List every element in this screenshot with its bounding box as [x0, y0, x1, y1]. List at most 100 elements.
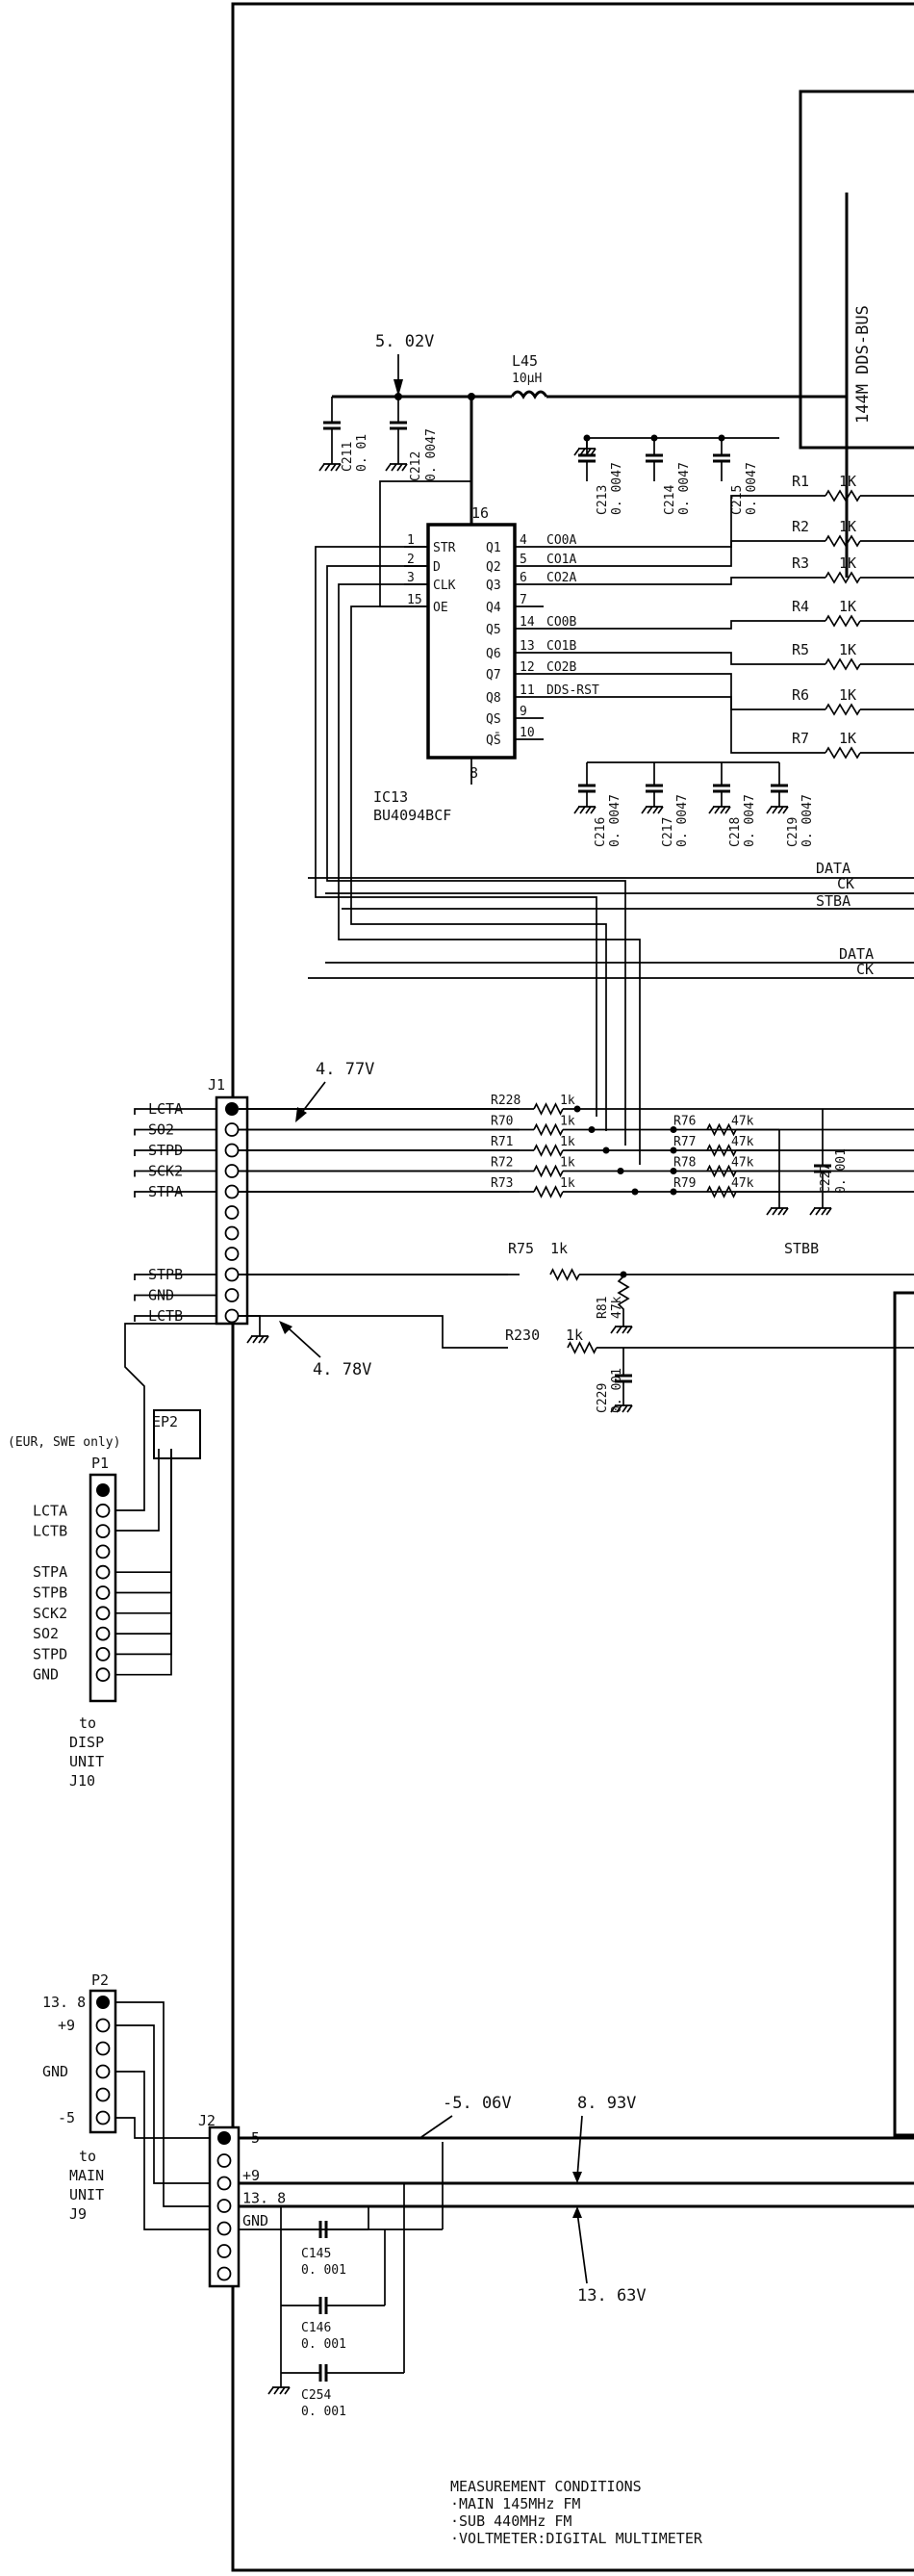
svg-text:MAIN: MAIN — [69, 2167, 104, 2184]
svg-text:-5: -5 — [58, 2109, 75, 2126]
power-rails: -5. 06V 8. 93V 13. 63V — [239, 2094, 914, 2306]
svg-text:0. 0047: 0. 0047 — [745, 462, 759, 515]
p2-pin-3 — [95, 2041, 111, 2056]
svg-text:R78: R78 — [673, 1156, 696, 1171]
svg-text:R4: R4 — [792, 598, 809, 615]
svg-text:Q1: Q1 — [486, 541, 501, 555]
svg-text:10μH: 10μH — [512, 372, 542, 386]
voltage-477-label: 4. 77V — [316, 1060, 374, 1079]
p2-pin-4: GND — [42, 2063, 111, 2080]
svg-text:8: 8 — [470, 764, 478, 782]
j2-pin-2 — [216, 2153, 232, 2168]
p1-pin-3: LCTB — [33, 1523, 111, 1540]
svg-text:J2: J2 — [198, 2112, 216, 2129]
svg-text:OE: OE — [433, 601, 448, 615]
svg-text:STBA: STBA — [816, 892, 851, 910]
capacitor-c229: C229 0. 001 — [596, 1368, 624, 1413]
svg-text:·SUB 440MHz FM: ·SUB 440MHz FM — [450, 2512, 571, 2530]
svg-text:Q7: Q7 — [486, 668, 501, 683]
svg-text:STPA: STPA — [33, 1563, 67, 1581]
j1-pin-7 — [224, 1225, 240, 1241]
svg-text:47k: 47k — [731, 1135, 754, 1149]
p1-pin-2: LCTA — [33, 1502, 111, 1519]
svg-text:STR: STR — [433, 541, 456, 555]
p2-pin-6: -5 — [58, 2109, 111, 2126]
measurement-conditions-note: MEASUREMENT CONDITIONS ·MAIN 145MHz FM ·… — [450, 2478, 703, 2547]
svg-text:CLK: CLK — [433, 579, 456, 593]
voltage-1363-label: 13. 63V — [577, 2286, 647, 2306]
svg-text:to: to — [79, 1714, 96, 1732]
svg-text:0. 0047: 0. 0047 — [800, 794, 815, 847]
svg-text:+9: +9 — [58, 2017, 75, 2034]
p2-pin-2: +9 — [58, 2017, 111, 2034]
svg-text:R81: R81 — [596, 1297, 610, 1319]
svg-text:0. 0047: 0. 0047 — [608, 794, 622, 847]
svg-text:CO1B: CO1B — [546, 639, 576, 654]
bus-label: 144M DDS-BUS — [853, 305, 873, 424]
svg-text:DATA: DATA — [839, 945, 874, 963]
voltage-502-label: 5. 02V — [375, 332, 434, 351]
svg-text:C213: C213 — [596, 485, 610, 515]
svg-text:R79: R79 — [673, 1176, 696, 1191]
j2-pin-5: GND — [216, 2212, 268, 2236]
svg-text:LCTB: LCTB — [33, 1523, 67, 1540]
svg-text:CO1A: CO1A — [546, 553, 576, 567]
svg-text:1k: 1k — [550, 1240, 568, 1257]
svg-text:R7: R7 — [792, 730, 809, 747]
svg-text:6: 6 — [520, 571, 527, 585]
svg-text:Q4: Q4 — [486, 601, 501, 615]
svg-text:D: D — [433, 560, 441, 575]
capacitor-c254: C254 0. 001 — [267, 2183, 405, 2419]
svg-text:Q3: Q3 — [486, 579, 501, 593]
svg-text:Q8: Q8 — [486, 691, 501, 706]
j2-pin-3: +9 — [216, 2167, 260, 2191]
bus-nets: DATA CK STBA DATA CK — [308, 860, 914, 979]
svg-text:9: 9 — [520, 705, 527, 719]
svg-text:SO2: SO2 — [33, 1625, 59, 1642]
svg-text:C211: C211 — [341, 442, 355, 472]
svg-text:R77: R77 — [673, 1135, 696, 1149]
svg-text:SCK2: SCK2 — [33, 1605, 67, 1622]
j2-pin-4: 13. 8 — [216, 2190, 286, 2213]
svg-text:LCTA: LCTA — [33, 1502, 67, 1519]
voltage-478-label: 4. 78V — [313, 1360, 371, 1379]
ic13-part: BU4094BCF — [373, 807, 451, 824]
svg-text:STBB: STBB — [784, 1240, 819, 1257]
svg-text:1k: 1k — [560, 1176, 575, 1191]
svg-text:0. 001: 0. 001 — [610, 1368, 624, 1413]
svg-text:C145: C145 — [301, 2247, 331, 2261]
ic13-out-qs: QS9 — [486, 705, 544, 727]
capacitor-c212: C212 0. 0047 — [385, 397, 439, 481]
svg-text:C254: C254 — [301, 2388, 331, 2403]
svg-text:P1: P1 — [91, 1455, 109, 1472]
svg-text:J10: J10 — [69, 1772, 95, 1790]
svg-text:4: 4 — [520, 533, 527, 548]
svg-text:14: 14 — [520, 615, 535, 630]
svg-text:13: 13 — [520, 639, 535, 654]
capacitor-c211: C211 0. 01 — [318, 397, 369, 472]
svg-text:EP2: EP2 — [152, 1413, 178, 1430]
svg-text:L45: L45 — [512, 352, 538, 370]
svg-text:1K: 1K — [839, 598, 856, 615]
svg-text:to: to — [79, 2148, 96, 2165]
svg-text:1k: 1k — [560, 1135, 575, 1149]
j1-pin-10: GND — [134, 1287, 240, 1304]
svg-text:STPD: STPD — [33, 1645, 67, 1662]
capacitor-c146: C146 0. 001 — [281, 2229, 386, 2352]
svg-text:CO2B: CO2B — [546, 660, 576, 675]
svg-text:DISP: DISP — [69, 1734, 104, 1751]
